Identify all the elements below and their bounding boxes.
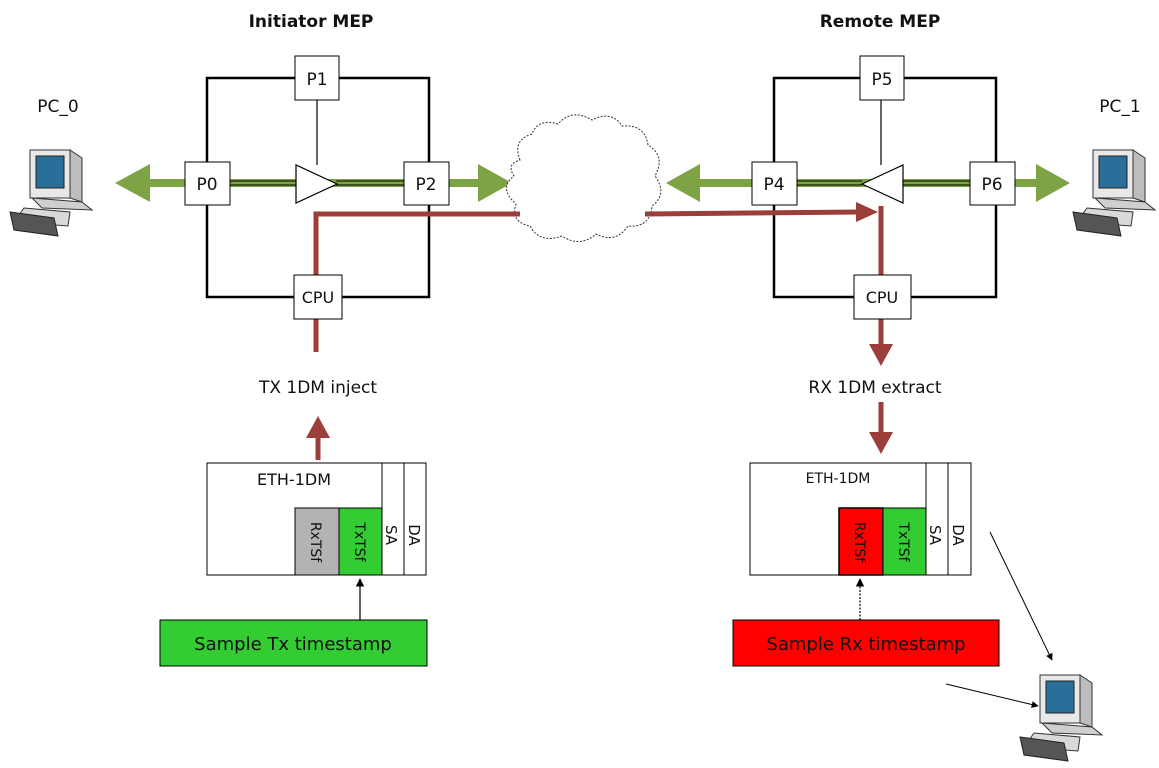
initiator-frame: ETH-1DM RxTSf TxTSf SA DA	[206, 462, 427, 576]
port-p1: P1	[294, 55, 340, 101]
frame-title: ETH-1DM	[806, 471, 871, 487]
switch-fabric-icon	[295, 164, 339, 204]
field-da: DA	[947, 462, 972, 576]
svg-text:Sample Tx timestamp: Sample Tx timestamp	[194, 634, 392, 655]
svg-text:Sample Rx timestamp: Sample Rx timestamp	[766, 634, 965, 655]
frame-title: ETH-1DM	[257, 470, 331, 489]
red-oam-path	[306, 202, 893, 460]
svg-text:SA: SA	[926, 525, 944, 546]
svg-text:RxTSf: RxTSf	[307, 522, 323, 563]
switch-fabric-icon	[860, 164, 904, 204]
svg-text:P2: P2	[415, 175, 436, 195]
pc0-computer-icon	[9, 149, 94, 237]
port-p5: P5	[859, 55, 905, 101]
svg-text:P1: P1	[306, 70, 327, 90]
svg-text:P4: P4	[763, 175, 784, 195]
remote-switch	[772, 76, 998, 299]
port-p0: P0	[184, 161, 231, 206]
pc1-computer-icon	[1072, 149, 1157, 237]
svg-text:DA: DA	[405, 524, 423, 546]
remote-frame: ETH-1DM RxTSf TxTSf SA DA	[749, 462, 972, 576]
rx-extract-label: RX 1DM extract	[808, 378, 941, 398]
port-p4: P4	[751, 161, 798, 206]
initiator-title: Initiator MEP	[249, 12, 374, 32]
port-cpu-initiator: CPU	[293, 274, 343, 320]
svg-text:TxTSf: TxTSf	[895, 521, 911, 562]
port-p2: P2	[403, 161, 450, 206]
svg-text:P0: P0	[196, 175, 217, 195]
timestamp-to-pc-arrow	[945, 683, 1039, 708]
port-p6: P6	[969, 161, 1016, 206]
port-cpu-remote: CPU	[853, 274, 912, 320]
svg-text:P6: P6	[981, 175, 1002, 195]
analysis-computer-icon	[1019, 674, 1104, 762]
rx-timestamp-box: Sample Rx timestamp	[732, 619, 1000, 667]
tx-timestamp-box: Sample Tx timestamp	[159, 619, 428, 667]
field-rxtsf: RxTSf	[294, 507, 340, 576]
svg-text:P5: P5	[871, 70, 892, 90]
pc0-label: PC_0	[37, 97, 78, 117]
remote-title: Remote MEP	[820, 12, 941, 32]
field-da: DA	[403, 462, 427, 576]
svg-text:RxTSf: RxTSf	[851, 522, 867, 563]
network-cloud	[506, 114, 662, 242]
frame-to-pc-arrow	[989, 531, 1053, 661]
field-txtsf: TxTSf	[338, 507, 383, 576]
field-txtsf: TxTSf	[882, 507, 927, 576]
svg-text:SA: SA	[382, 525, 400, 546]
tx-inject-label: TX 1DM inject	[258, 378, 377, 398]
svg-text:TxTSf: TxTSf	[351, 521, 367, 562]
field-rxtsf: RxTSf	[838, 507, 884, 576]
pc1-label: PC_1	[1099, 97, 1140, 117]
svg-text:DA: DA	[949, 524, 967, 546]
svg-text:CPU: CPU	[866, 288, 899, 307]
svg-text:CPU: CPU	[302, 288, 335, 307]
